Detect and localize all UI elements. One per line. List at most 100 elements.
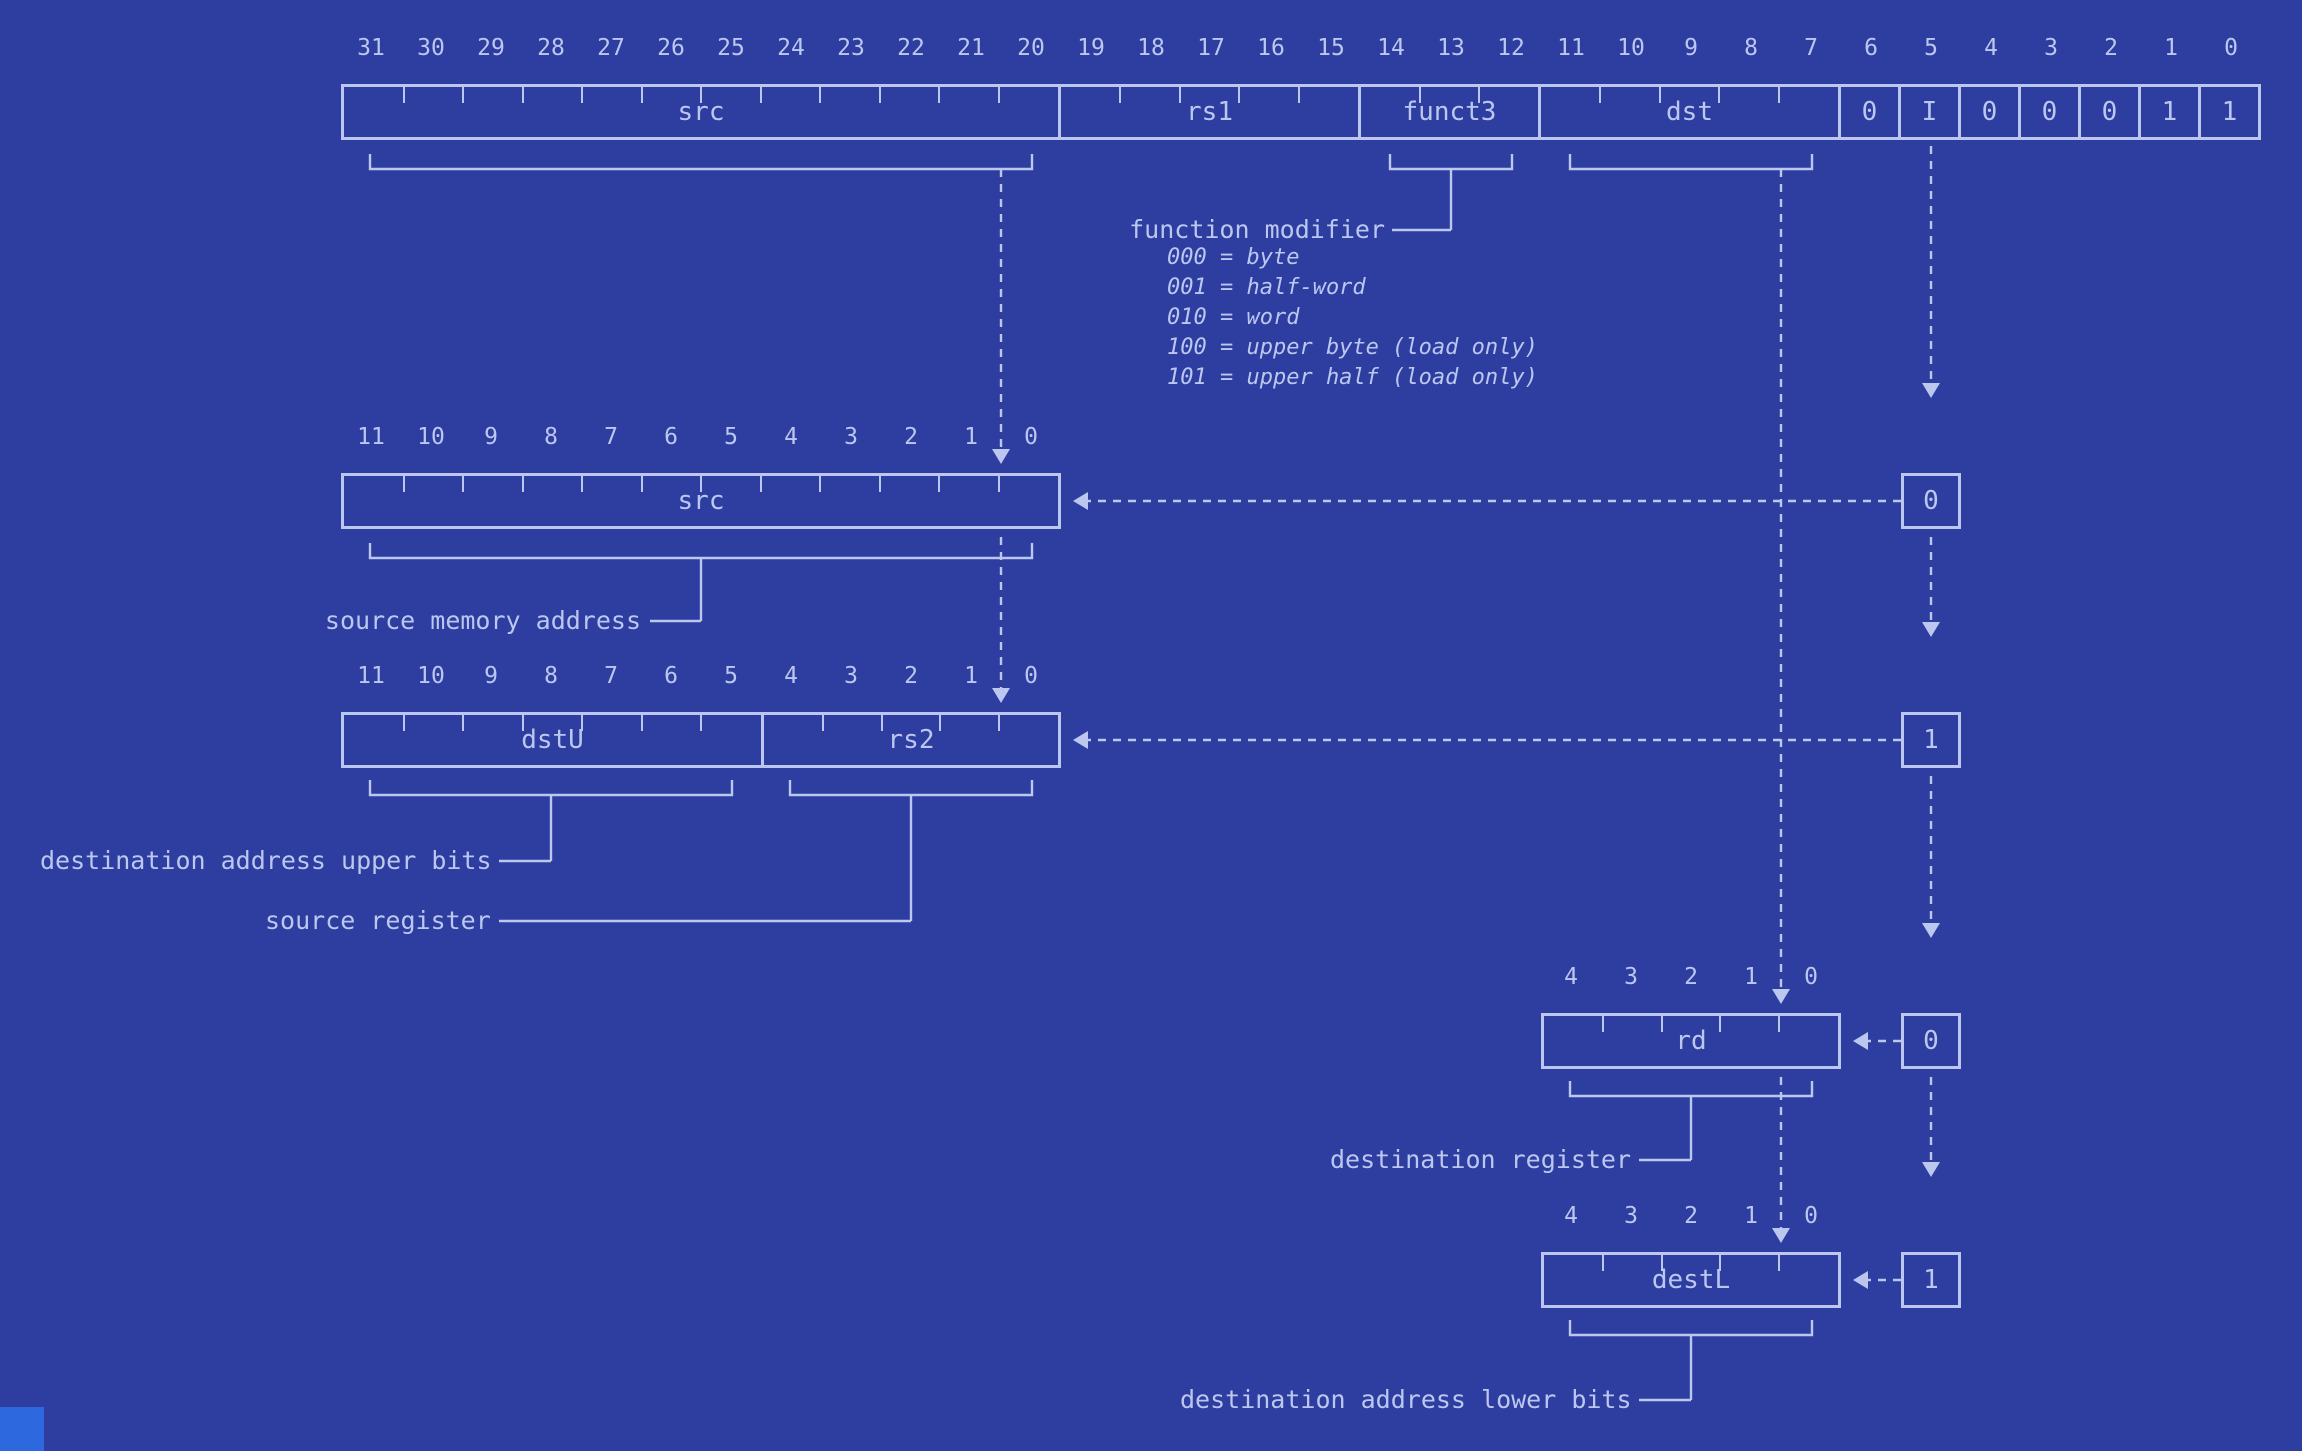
bit-cell-1: 1 <box>2138 87 2198 137</box>
bit-cell <box>1601 1016 1662 1066</box>
bit-number: 20 <box>1017 35 1045 61</box>
function-modifier-option: 000 = byte <box>1167 245 1300 270</box>
bit-cell <box>700 715 761 765</box>
bit-number: 24 <box>777 35 805 61</box>
arrow-down-icon <box>1922 923 1940 938</box>
bit-number: 25 <box>717 35 745 61</box>
field-funct3: funct3 <box>1358 87 1538 137</box>
bit-number: 1 <box>1744 964 1758 990</box>
bit-cell <box>1719 1255 1779 1305</box>
bit-cell <box>1599 87 1659 137</box>
bit-cell <box>402 476 464 526</box>
function-modifier-option: 010 = word <box>1167 305 1300 330</box>
bit-cell-4: 0 <box>1958 87 2018 137</box>
bit-cell <box>581 476 642 526</box>
field-dstu-label: dstU <box>521 725 584 755</box>
flow-bit-src: 0 <box>1901 473 1961 529</box>
bit-number: 6 <box>664 663 678 689</box>
bit-number: 2 <box>1684 1203 1698 1229</box>
bit-number: 17 <box>1197 35 1225 61</box>
bit-cell <box>1178 87 1239 137</box>
bit-cell <box>640 476 702 526</box>
bit-cell <box>821 715 882 765</box>
field-dst: dst <box>1538 87 1838 137</box>
bit-cell <box>1297 87 1358 137</box>
bit-cell <box>1718 87 1778 137</box>
field-rs2-label: rs2 <box>887 725 935 755</box>
bit-number: 26 <box>657 35 685 61</box>
field-rs2: rs2 <box>761 715 1058 765</box>
bit-number: 4 <box>1984 35 1998 61</box>
bit-cell <box>997 476 1059 526</box>
bit-number: 11 <box>357 663 385 689</box>
bit-number: 0 <box>1804 1203 1818 1229</box>
bit-number: 10 <box>1617 35 1645 61</box>
bit-cell <box>462 476 523 526</box>
bit-number: 16 <box>1257 35 1285 61</box>
bit-number: 7 <box>604 663 618 689</box>
bit-cell <box>1777 87 1838 137</box>
arrow-left-icon <box>1853 1032 1868 1050</box>
bit-number: 23 <box>837 35 865 61</box>
bit-cell <box>1778 1255 1838 1305</box>
bit-number: 19 <box>1077 35 1105 61</box>
bit-number: 9 <box>484 663 498 689</box>
destination-address-lower-caption: destination address lower bits <box>1180 1385 1632 1414</box>
field-dst-label: dst <box>1666 97 1713 127</box>
bit-number: 0 <box>1024 663 1038 689</box>
bit-number: 1 <box>2164 35 2178 61</box>
bit-number: 13 <box>1437 35 1465 61</box>
bit-number: 0 <box>2224 35 2238 61</box>
bracket-dst-field <box>1568 154 1814 171</box>
bracket-rd-register <box>1568 1081 1814 1098</box>
bit-cell <box>1601 1255 1662 1305</box>
source-register-caption: source register <box>265 906 491 935</box>
src-address-cells <box>344 476 1058 526</box>
bit-cell <box>1238 87 1298 137</box>
bit-cell <box>998 715 1058 765</box>
bit-number: 8 <box>544 663 558 689</box>
src-address-label: src <box>677 486 725 516</box>
bit-cell-5: I <box>1898 87 1958 137</box>
bit-cell <box>1119 87 1179 137</box>
bit-number: 4 <box>1564 1203 1578 1229</box>
bit-number: 3 <box>1624 1203 1638 1229</box>
bracket-dstu-field <box>368 780 734 797</box>
instruction-register: src rs1 funct3 dst 0 I 0 0 0 1 1 <box>341 84 2261 140</box>
bit-number: 7 <box>604 424 618 450</box>
arrow-down-icon <box>1922 1162 1940 1177</box>
bit-number: 2 <box>2104 35 2118 61</box>
funct3-cells <box>1361 87 1538 137</box>
dst-cells <box>1541 87 1838 137</box>
bit-number: 4 <box>1564 964 1578 990</box>
corner-accent-square <box>0 1407 44 1451</box>
bracket-rs2-field <box>788 780 1034 797</box>
bit-cell-0: 1 <box>2198 87 2258 137</box>
bit-number: 11 <box>1557 35 1585 61</box>
bit-number: 18 <box>1137 35 1165 61</box>
bracket-funct3-field <box>1388 154 1514 171</box>
dstu-rs2-register: dstU rs2 <box>341 712 1061 768</box>
bit-number: 2 <box>904 663 918 689</box>
bit-number: 9 <box>1684 35 1698 61</box>
arrow-left-icon <box>1073 731 1088 749</box>
field-rd: rd <box>1544 1016 1838 1066</box>
flow-bit-destl: 1 <box>1901 1252 1961 1308</box>
src-address-register: src <box>341 473 1061 529</box>
bit-number: 3 <box>2044 35 2058 61</box>
bit-number: 4 <box>784 663 798 689</box>
bit-number: 3 <box>1624 964 1638 990</box>
bit-cell <box>1478 87 1538 137</box>
bit-cell <box>521 476 583 526</box>
bit-number: 14 <box>1377 35 1405 61</box>
rs2-cells <box>764 715 1058 765</box>
field-src-address: src <box>344 476 1058 526</box>
bit-cell <box>700 87 761 137</box>
bit-number: 10 <box>417 424 445 450</box>
field-dstu: dstU <box>344 715 761 765</box>
bit-number: 1 <box>964 424 978 450</box>
function-modifier-option: 100 = upper byte (load only) <box>1167 335 1538 360</box>
arrow-down-icon <box>1922 383 1940 398</box>
bit-number: 5 <box>1924 35 1938 61</box>
